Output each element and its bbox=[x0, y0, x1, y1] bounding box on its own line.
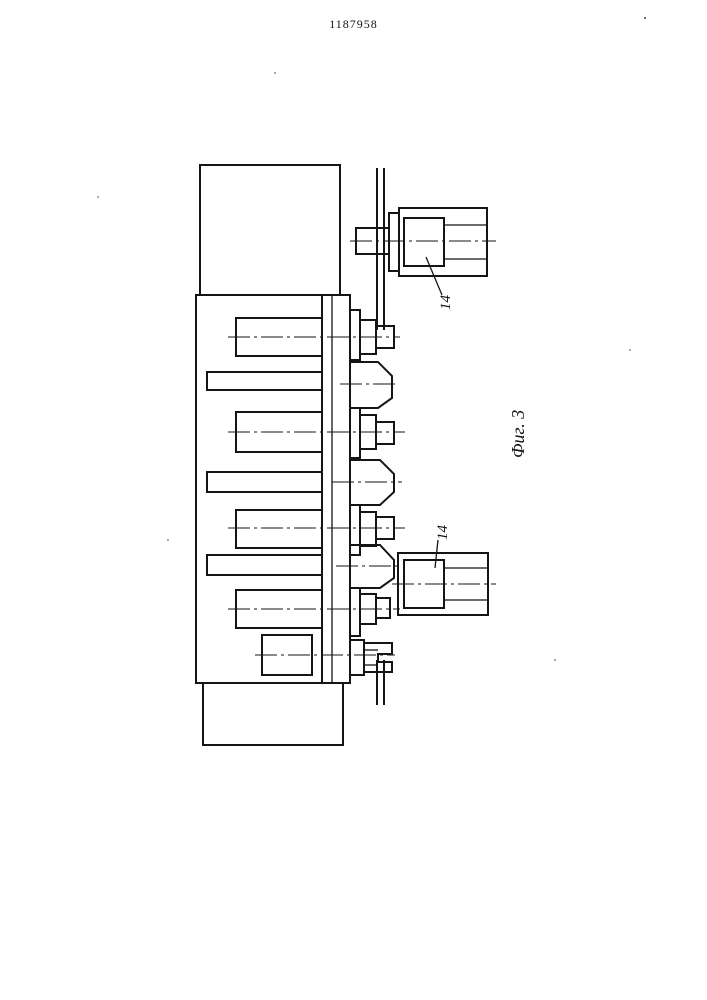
main-body bbox=[196, 295, 350, 683]
tool-head-3 bbox=[350, 505, 394, 555]
bar-1 bbox=[207, 372, 322, 390]
label-14-lower: 14 bbox=[435, 525, 451, 541]
tool-head-2 bbox=[350, 408, 394, 458]
bar-2 bbox=[207, 472, 322, 492]
bottom-end-block bbox=[203, 683, 343, 745]
tool-head-1 bbox=[350, 310, 394, 360]
figure-caption: Фиг. 3 bbox=[508, 410, 528, 458]
unit-14-lower bbox=[392, 540, 496, 615]
bar-3 bbox=[207, 555, 322, 575]
cutter-1 bbox=[350, 362, 392, 408]
spindle-housing-3 bbox=[236, 510, 322, 548]
top-end-block bbox=[200, 165, 340, 295]
unit-14-upper bbox=[350, 208, 496, 295]
clamp bbox=[350, 640, 392, 675]
tool-head-4 bbox=[350, 588, 390, 636]
short-bars bbox=[207, 372, 322, 575]
machine-frame bbox=[196, 165, 350, 745]
guide-rails bbox=[377, 168, 384, 705]
label-14-upper: 14 bbox=[438, 295, 454, 311]
scan-specks bbox=[97, 17, 646, 661]
chamfered-cutters bbox=[332, 362, 402, 588]
